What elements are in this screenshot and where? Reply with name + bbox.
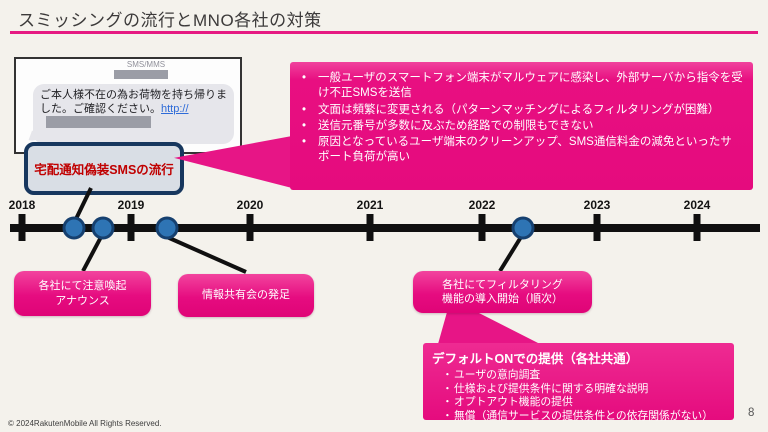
event-box-filtering-start: 各社にてフィルタリング 機能の導入開始（順次） <box>413 271 592 313</box>
tick-2024 <box>693 214 701 241</box>
sms-screenshot: SMS/MMS ご本人様不在の為お荷物を持ち帰りました。ご確認ください。http… <box>14 57 242 154</box>
year-label-2019: 2019 <box>117 198 145 212</box>
sms-phishing-link[interactable]: http:// <box>161 102 189 115</box>
tick-2019 <box>127 214 135 241</box>
sms-message-bubble: ご本人様不在の為お荷物を持ち帰りました。ご確認ください。http:// <box>33 84 234 144</box>
default-on-bullet: 仕様および提供条件に関する明確な説明 <box>442 383 725 397</box>
event-dot-4 <box>511 216 535 240</box>
tick-2018 <box>18 214 26 241</box>
smishing-label-text: 宅配通知偽装SMSの流行 <box>34 163 174 177</box>
callout-bullet: 原因となっているユーザ端末のクリーンアップ、SMS通信料金の減免といったサポート… <box>296 135 743 166</box>
tick-2020 <box>246 214 254 241</box>
callout-bullet: 文面は頻繁に変更される（パターンマッチングによるフィルタリングが困難） <box>296 103 743 119</box>
redacted-link-bar <box>46 116 151 128</box>
tick-2021 <box>366 214 374 241</box>
timeline-axis <box>10 224 760 232</box>
sms-header-label: SMS/MMS <box>126 60 166 69</box>
smishing-label-box: 宅配通知偽装SMSの流行 <box>24 142 184 195</box>
default-on-box: デフォルトONでの提供（各社共通） ユーザの意向調査 仕様および提供条件に関する… <box>423 343 734 423</box>
year-label-2022: 2022 <box>468 198 496 212</box>
filtering-callout-triangle <box>438 312 540 344</box>
default-on-bullet: オプトアウト機能の提供 <box>442 396 725 410</box>
callout-bullet: 送信元番号が多数に及ぶため経路での制限もできない <box>296 119 743 135</box>
copyright-footer: © 2024RakutenMobile All Rights Reserved. <box>8 419 162 428</box>
default-on-bullet: ユーザの意向調査 <box>442 369 725 383</box>
page-title: スミッシングの流行とMNO各社の対策 <box>18 11 322 30</box>
callout-bullet-list: 一般ユーザのスマートフォン端末がマルウェアに感染し、外部サーバから指令を受け不正… <box>296 71 743 166</box>
year-label-2018: 2018 <box>8 198 36 212</box>
event-box-warning-announce: 各社にて注意喚起 アナウンス <box>14 271 151 316</box>
connector-label-to-dot <box>73 187 93 222</box>
year-label-2020: 2020 <box>236 198 264 212</box>
event-dot-3 <box>155 216 179 240</box>
year-label-2023: 2023 <box>583 198 611 212</box>
year-label-2024: 2024 <box>683 198 711 212</box>
event-text-line: 機能の導入開始（順次） <box>442 293 563 305</box>
smishing-detail-callout: 一般ユーザのスマートフォン端末がマルウェアに感染し、外部サーバから指令を受け不正… <box>290 62 753 190</box>
connector-dot-to-filtering <box>498 235 523 273</box>
default-on-bullet-list: ユーザの意向調査 仕様および提供条件に関する明確な説明 オプトアウト機能の提供 … <box>442 369 725 423</box>
default-on-bullet: 無償（通信サービスの提供条件との依存関係がない） <box>442 410 725 424</box>
default-on-title: デフォルトONでの提供（各社共通） <box>432 352 639 366</box>
callout-bullet: 一般ユーザのスマートフォン端末がマルウェアに感染し、外部サーバから指令を受け不正… <box>296 71 743 102</box>
connector-dot-to-sharing <box>166 235 247 274</box>
event-dot-2 <box>91 216 115 240</box>
connector-dot-to-warning <box>81 236 103 272</box>
year-label-2021: 2021 <box>356 198 384 212</box>
event-text-line: 情報共有会の発足 <box>202 289 290 302</box>
title-underline <box>10 31 758 34</box>
redacted-sender-bar <box>114 70 168 79</box>
event-text-line: アナウンス <box>55 294 110 307</box>
event-text-line: 各社にて注意喚起 <box>38 280 127 293</box>
tick-2023 <box>593 214 601 241</box>
sms-message-text: ご本人様不在の為お荷物を持ち帰りました。ご確認ください。 <box>40 89 227 115</box>
event-box-info-sharing: 情報共有会の発足 <box>178 274 314 317</box>
event-dot-1 <box>62 216 86 240</box>
event-text-line: 各社にてフィルタリング <box>442 278 563 291</box>
tick-2022 <box>478 214 486 241</box>
page-number: 8 <box>748 407 755 419</box>
